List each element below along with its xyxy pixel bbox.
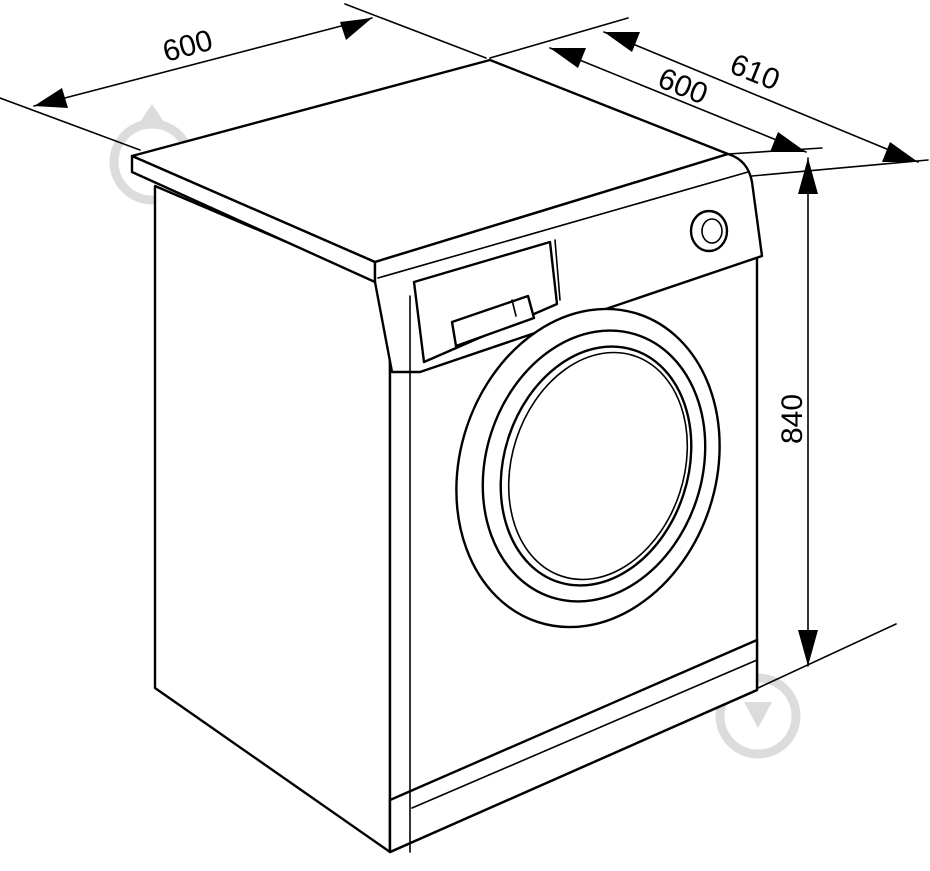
control-panel-upper-line <box>377 171 749 279</box>
detergent-drawer <box>412 240 559 364</box>
dimension-depth-body-label: 600 <box>653 62 712 111</box>
side-panel <box>153 184 392 854</box>
dimension-depth-total-label: 610 <box>725 48 784 97</box>
dimension-depth-body <box>489 17 823 155</box>
kick-plate <box>388 638 759 854</box>
control-panel-divider <box>554 239 561 301</box>
control-knob <box>689 209 729 253</box>
dimension-height <box>757 157 897 689</box>
dimension-height-label: 840 <box>776 394 809 444</box>
drawer-handle-inner <box>511 299 517 317</box>
kick-plate-line <box>411 659 758 809</box>
dimension-width <box>0 3 487 151</box>
door <box>455 307 721 629</box>
dimension-depth-total <box>603 31 929 177</box>
dimension-width-label: 600 <box>159 24 216 69</box>
